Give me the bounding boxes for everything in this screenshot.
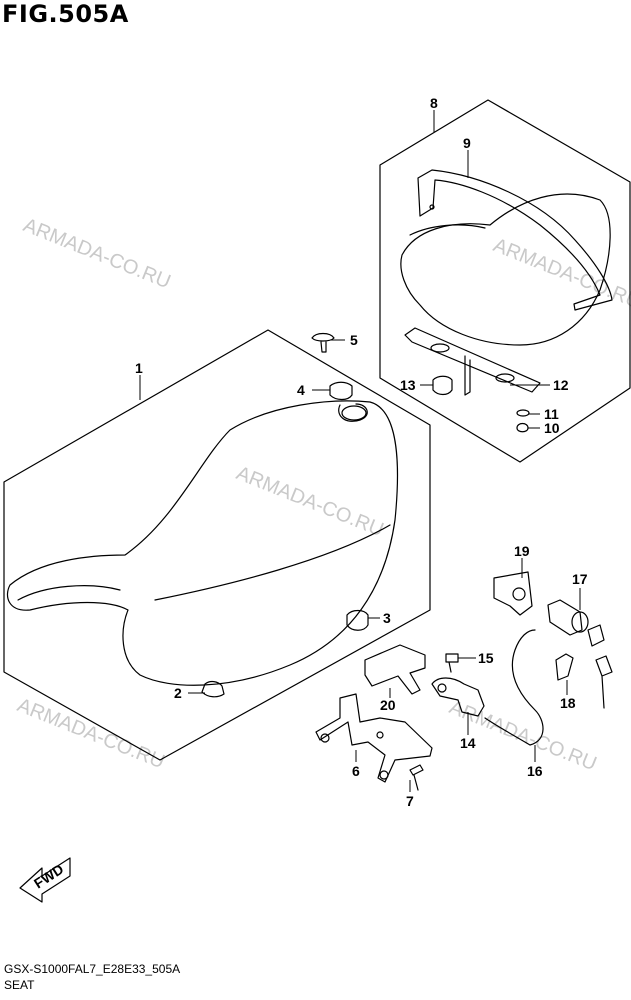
- callout-18: 18: [560, 695, 576, 711]
- leader-lines: [139, 110, 581, 792]
- pillion-seat-frame: [379, 99, 631, 463]
- part-13: [432, 375, 453, 396]
- part-16-cable: [484, 629, 544, 746]
- callout-17: 17: [572, 571, 588, 587]
- callout-13: 13: [400, 377, 416, 393]
- callout-3: 3: [383, 610, 391, 626]
- part-10: [516, 422, 529, 433]
- callout-8: 8: [430, 95, 438, 111]
- part-11: [516, 409, 530, 417]
- part-20: [364, 644, 426, 695]
- part-18: [555, 653, 574, 681]
- seat-assembly-frame: [3, 329, 431, 761]
- pillion-seat: [400, 169, 613, 346]
- watermark-1: ARMADA-CO.RU: [20, 214, 174, 293]
- callout-15: 15: [478, 650, 494, 666]
- part-14-latch: [431, 677, 485, 717]
- callout-14: 14: [460, 735, 476, 751]
- callout-12: 12: [553, 377, 569, 393]
- callout-7: 7: [406, 793, 414, 809]
- figure-name: SEAT: [4, 978, 35, 992]
- callout-9: 9: [463, 135, 471, 151]
- callout-11: 11: [544, 406, 559, 422]
- figure-code: GSX-S1000FAL7_E28E33_505A: [4, 962, 181, 976]
- part-7-bolt: [409, 764, 424, 791]
- main-seat: [6, 400, 399, 686]
- watermark-3: ARMADA-CO.RU: [233, 462, 387, 541]
- part-6-bracket: [315, 693, 433, 783]
- part-2: [201, 680, 225, 698]
- part-15-bolt: [445, 653, 459, 673]
- callout-16: 16: [527, 763, 543, 779]
- part-19-bracket: [493, 571, 533, 616]
- callout-4: 4: [297, 382, 305, 398]
- watermark-4: ARMADA-CO.RU: [14, 694, 168, 773]
- pillion-bracket: [404, 327, 541, 393]
- part-17-lock: [547, 599, 613, 709]
- watermarks: ARMADA-CO.RU ARMADA-CO.RU ARMADA-CO.RU A…: [14, 214, 631, 775]
- part-4: [329, 381, 353, 401]
- callout-20: 20: [380, 697, 396, 713]
- callout-2: 2: [174, 685, 182, 701]
- fwd-label: FWD: [31, 861, 66, 892]
- callout-5: 5: [350, 332, 358, 348]
- callout-10: 10: [544, 420, 560, 436]
- figure-title: FIG.505A: [2, 0, 129, 28]
- callout-6: 6: [352, 763, 360, 779]
- callouts: 1 2 3 4 5 6 7 8 9 10 11 12 13 14 15 16 1…: [135, 95, 588, 809]
- part-5: [311, 332, 335, 353]
- fwd-arrow-icon: [19, 857, 71, 903]
- callout-1: 1: [135, 360, 143, 376]
- part-3: [346, 609, 369, 631]
- callout-19: 19: [514, 543, 530, 559]
